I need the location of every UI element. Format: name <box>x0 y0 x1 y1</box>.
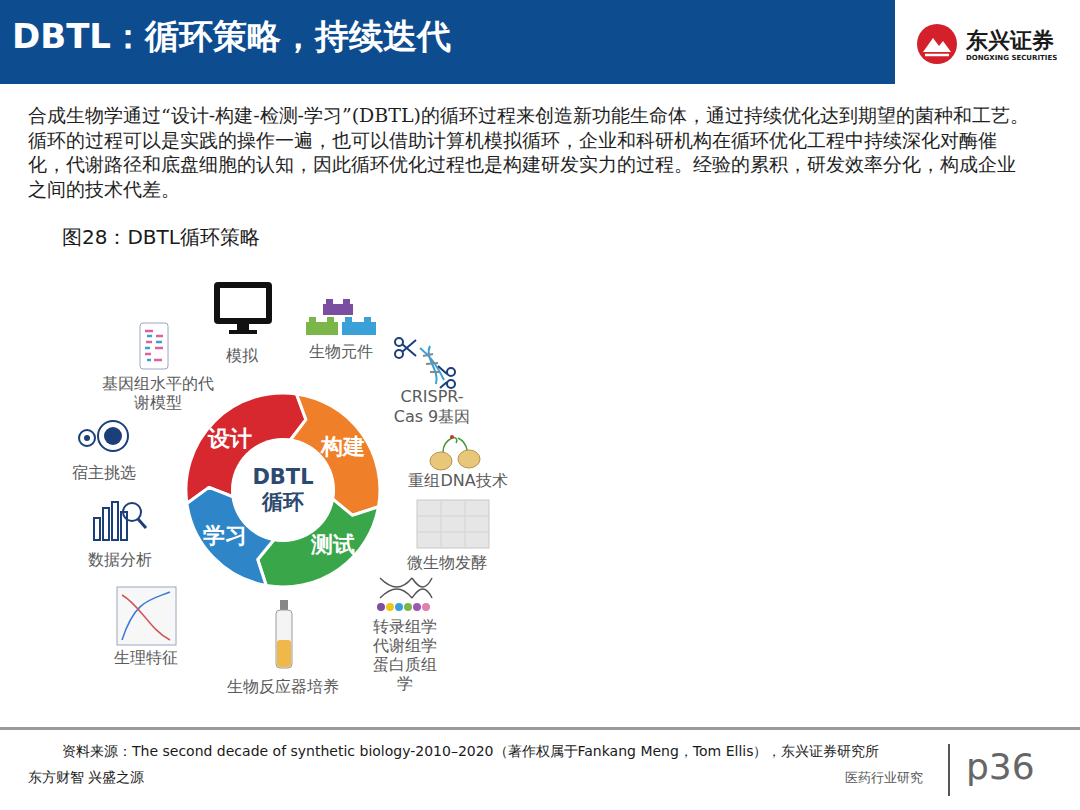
icon-label: 生物元件 <box>309 342 373 361</box>
page-divider <box>948 744 950 796</box>
crispr-icon <box>395 338 455 388</box>
segment-label: 学习 <box>203 521 247 551</box>
genome-model-icon <box>140 323 168 369</box>
fermentation-panel <box>417 500 489 548</box>
icon-label: 转录组学 代谢组学 蛋白质组学 <box>369 617 441 693</box>
host-selection-icon <box>79 421 128 451</box>
physiology-chart-icon <box>117 587 176 645</box>
icon-label: 生物反应器培养 <box>227 677 339 696</box>
icon-label: 重组DNA技术 <box>408 471 507 490</box>
logo-subtitle: DONGXING SECURITIES <box>966 54 1057 62</box>
footer-section: 医药行业研究 <box>845 770 923 786</box>
omics-icon <box>377 578 432 611</box>
footer-rule <box>0 727 1080 730</box>
icon-label: 基因组水平的代 谢模型 <box>100 374 216 412</box>
segment-label: 测试 <box>311 530 355 560</box>
icon-label: 数据分析 <box>88 550 152 569</box>
page-number: p36 <box>966 745 1035 788</box>
data-analysis-icon <box>94 502 146 540</box>
segment-label: 构建 <box>321 432 365 462</box>
bio-parts-icon <box>306 299 376 335</box>
icon-label: 模拟 <box>226 346 258 365</box>
segment-label: 设计 <box>208 424 252 454</box>
recombinant-dna-icon <box>430 435 480 470</box>
monitor-icon <box>214 282 272 334</box>
icon-label: 宿主挑选 <box>72 463 136 482</box>
icon-label: CRISPR- Cas 9基因 <box>390 387 474 427</box>
cycle-center: DBTL 循环 <box>231 438 335 542</box>
source-note: 资料来源：The second decade of synthetic biol… <box>62 743 879 760</box>
icon-label: 微生物发酵 <box>407 553 487 572</box>
center-label: DBTL 循环 <box>252 465 314 515</box>
footer-slogan: 东方财智 兴盛之源 <box>28 769 144 786</box>
intro-paragraph: 合成生物学通过“设计-构建-检测-学习”(DBTL)的循环过程来创造新功能生命体… <box>28 103 1032 201</box>
icon-label: 生理特征 <box>114 648 178 667</box>
bioreactor-icon <box>276 600 292 668</box>
logo-icon <box>915 22 959 66</box>
page-title: DBTL：循环策略，持续迭代 <box>12 14 451 60</box>
figure-caption: 图28：DBTL循环策略 <box>62 224 260 251</box>
logo-name: 东兴证券 <box>966 28 1054 54</box>
